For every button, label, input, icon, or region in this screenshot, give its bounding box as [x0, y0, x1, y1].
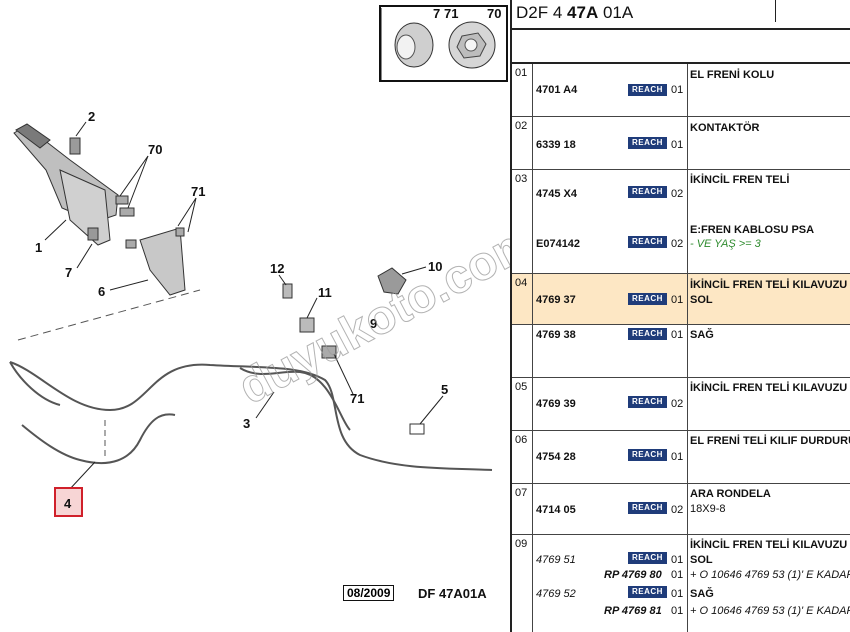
table-row-highlighted[interactable]: 04 4769 37 REACH 01 İKİNCİL FREN TELİ KI…	[512, 274, 850, 325]
callout-2: 2	[88, 109, 95, 124]
part-number[interactable]: 4769 51	[536, 554, 576, 566]
callout-4: 4	[64, 496, 72, 511]
parts-table: D2F 4 47A 01A 01 4701 A4 REACH 01 EL FRE…	[510, 0, 850, 632]
part-number[interactable]: 4701 A4	[536, 84, 578, 96]
table-row[interactable]: 4769 38 REACH 01 SAĞ	[512, 325, 850, 378]
washer-part	[321, 345, 337, 359]
clip-part	[282, 283, 293, 299]
exploded-view-drawing: 2 70 71 1 7 6 12 11 10 9 71 3 5 4 7 71 7…	[9, 5, 510, 517]
supersession-note: + O 10646 4769 53 (1)' E KADAR	[690, 605, 850, 617]
table-row[interactable]: 06 4754 28 REACH 01 EL FRENİ TELİ KILIF …	[512, 431, 850, 484]
part-number[interactable]: 4769 38	[536, 329, 576, 341]
part-number[interactable]: 4769 52	[536, 588, 576, 600]
table-row[interactable]: 03 4745 X4 REACH 02 İKİNCİL FREN TELİ E:…	[512, 170, 850, 274]
part-number[interactable]: 6339 18	[536, 139, 576, 151]
handbrake-lever	[13, 123, 135, 246]
callout-9: 9	[370, 316, 377, 331]
part-description: İKİNCİL FREN TELİ KILAVUZU	[690, 539, 848, 551]
callout-6: 6	[98, 284, 105, 299]
inset-label-71: 71	[444, 6, 458, 21]
diagram-reference: D2F 4 47A 01A	[516, 3, 634, 22]
reach-badge: REACH	[628, 449, 667, 461]
callout-7: 7	[65, 265, 72, 280]
callout-1: 1	[35, 240, 42, 255]
stopper-part	[409, 423, 425, 435]
supersession-note: + O 10646 4769 53 (1)' E KADAR	[690, 569, 850, 581]
watermark: duyukoto.com	[230, 214, 510, 415]
part-size: 18X9-8	[690, 503, 726, 515]
replacement-part-number[interactable]: RP 4769 81	[604, 605, 662, 617]
part-number[interactable]: 4769 37	[536, 294, 576, 306]
footer-code: DF 47A01A	[418, 586, 487, 601]
reach-badge: REACH	[628, 502, 667, 514]
stop-part	[377, 267, 407, 295]
footer-date: 08/2009	[343, 585, 395, 601]
reach-badge: REACH	[628, 586, 667, 598]
part-description: EL FRENİ TELİ KILIF DURDURUCU	[690, 435, 850, 447]
brake-cables	[9, 361, 493, 471]
part-number[interactable]: E074142	[536, 238, 581, 250]
dashed-ref-line	[17, 289, 201, 341]
part-description: EL FRENİ KOLU	[690, 69, 775, 81]
inset-label-7: 7	[433, 6, 440, 21]
part-description: İKİNCİL FREN TELİ KILAVUZU	[690, 279, 848, 291]
callout-10: 10	[428, 259, 442, 274]
callout-71b: 71	[350, 391, 364, 406]
reach-badge: REACH	[628, 328, 667, 340]
replacement-part-number[interactable]: RP 4769 80	[604, 569, 662, 581]
callout-12: 12	[270, 261, 284, 276]
bushing-icon	[394, 22, 434, 68]
callout-70: 70	[148, 142, 162, 157]
reach-badge: REACH	[628, 396, 667, 408]
part-number[interactable]: 4714 05	[536, 504, 576, 516]
reach-badge: REACH	[628, 137, 667, 149]
bracket	[125, 227, 186, 296]
part-description: ARA RONDELA	[690, 488, 771, 500]
callout-3: 3	[243, 416, 250, 431]
inset-label-70: 70	[487, 6, 501, 21]
part-description: KONTAKTÖR	[690, 122, 760, 134]
table-row[interactable]: 07 4714 05 REACH 02 ARA RONDELA 18X9-8	[512, 484, 850, 535]
nut-icon	[448, 21, 496, 69]
part-description: İKİNCİL FREN TELİ KILAVUZU	[690, 382, 848, 394]
part-number[interactable]: 4745 X4	[536, 188, 577, 200]
part-number[interactable]: 4769 39	[536, 398, 576, 410]
callout-11: 11	[318, 285, 332, 300]
callout-5: 5	[441, 382, 448, 397]
part-side: SOL	[690, 554, 713, 566]
leader-lines	[44, 121, 444, 491]
parts-diagram: 2 70 71 1 7 6 12 11 10 9 71 3 5 4 7 71 7…	[9, 5, 510, 601]
table-row[interactable]: 09 4769 51 REACH 01 İKİNCİL FREN TELİ KI…	[512, 535, 850, 632]
reach-badge: REACH	[628, 293, 667, 305]
inset-box	[379, 5, 508, 82]
table-header: D2F 4 47A 01A	[512, 0, 850, 30]
table-row[interactable]: 01 4701 A4 REACH 01 EL FRENİ KOLU	[512, 64, 850, 117]
table-row[interactable]: 05 4769 39 REACH 02 İKİNCİL FREN TELİ KI…	[512, 378, 850, 431]
callout-4-highlight	[54, 487, 83, 517]
part-number[interactable]: 4754 28	[536, 451, 576, 463]
part-side: SAĞ	[690, 329, 714, 341]
part-side: SAĞ	[690, 588, 714, 600]
reach-badge: REACH	[628, 236, 667, 248]
reach-badge: REACH	[628, 552, 667, 564]
callout-71: 71	[191, 184, 205, 199]
part-description: E:FREN KABLOSU PSA	[690, 224, 815, 236]
reach-badge: REACH	[628, 186, 667, 198]
table-row[interactable]: 02 6339 18 REACH 01 KONTAKTÖR	[512, 117, 850, 170]
reach-badge: REACH	[628, 84, 667, 96]
part-side: SOL	[690, 294, 713, 306]
part-description: İKİNCİL FREN TELİ	[690, 174, 790, 186]
condition-note: - VE YAŞ >= 3	[690, 238, 761, 250]
